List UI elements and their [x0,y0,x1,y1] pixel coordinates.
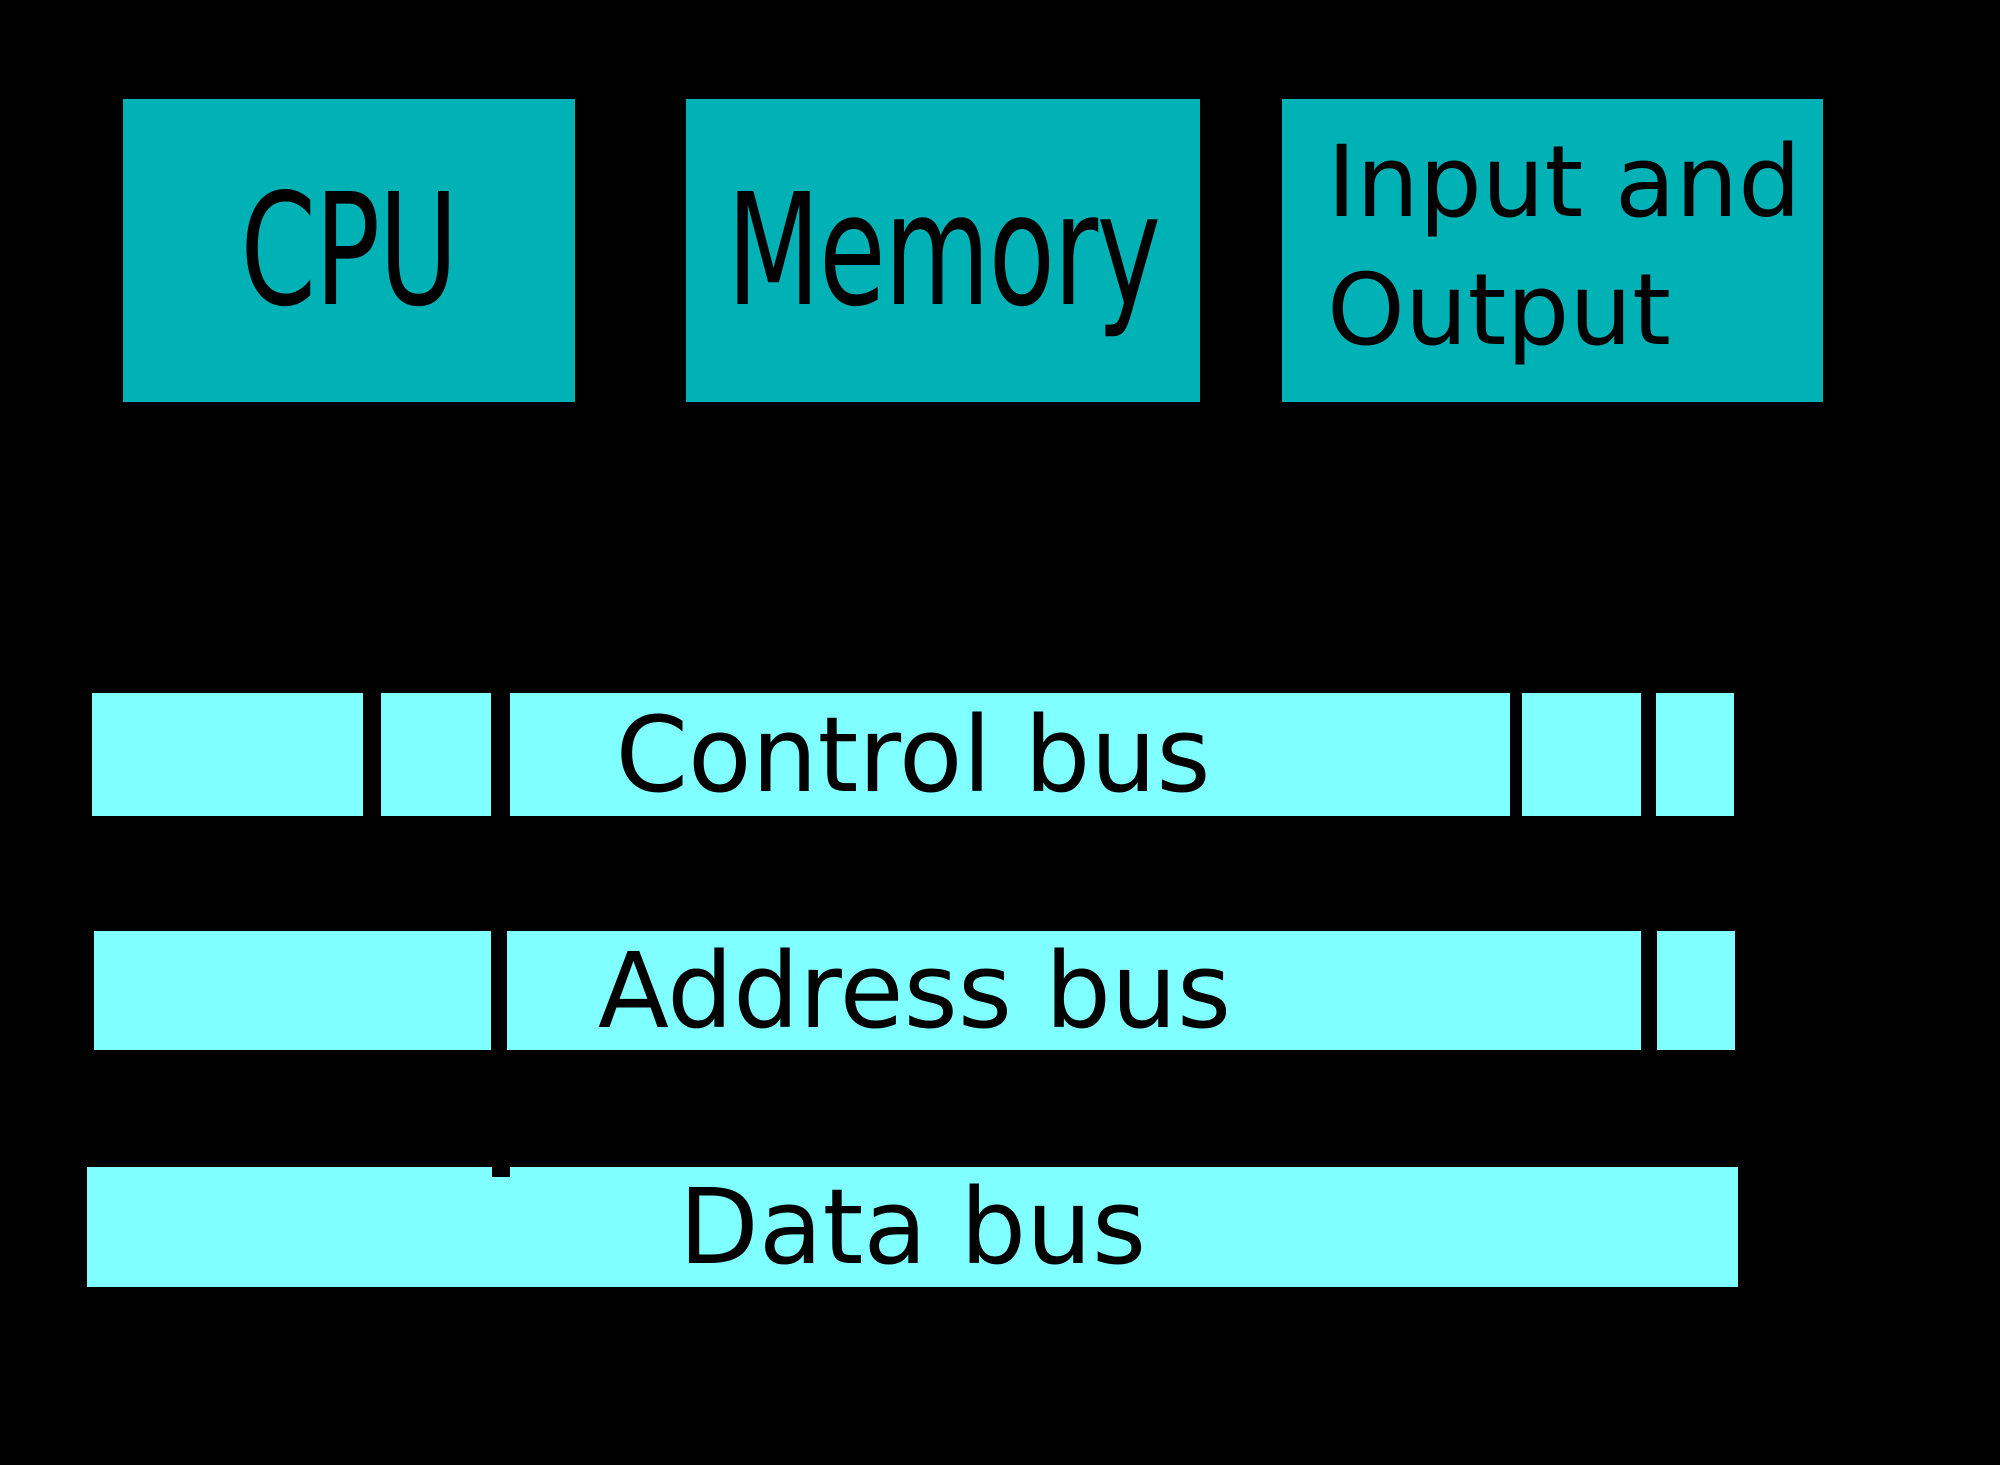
control-bus-bar [92,693,1734,816]
bus-separator [491,931,507,1050]
memory-box: Memory [686,99,1200,402]
input-output-label-line1: Input and [1327,124,1802,240]
cpu-box-label: CPU [240,160,459,341]
cpu-box: CPU [123,99,575,402]
input-output-label-line2: Output [1327,252,1671,368]
bus-separator [363,693,381,816]
bus-separator [1510,693,1522,816]
input-output-box-label: Input and Output [1282,119,1801,383]
data-bus-notch [492,1167,510,1177]
input-output-box: Input and Output [1282,99,1823,402]
bus-separator [491,693,510,816]
address-bus-bar [94,931,1735,1050]
bus-separator [1641,693,1656,816]
data-bus-bar [87,1167,1738,1287]
memory-box-label: Memory [726,160,1161,341]
bus-separator [1641,931,1657,1050]
